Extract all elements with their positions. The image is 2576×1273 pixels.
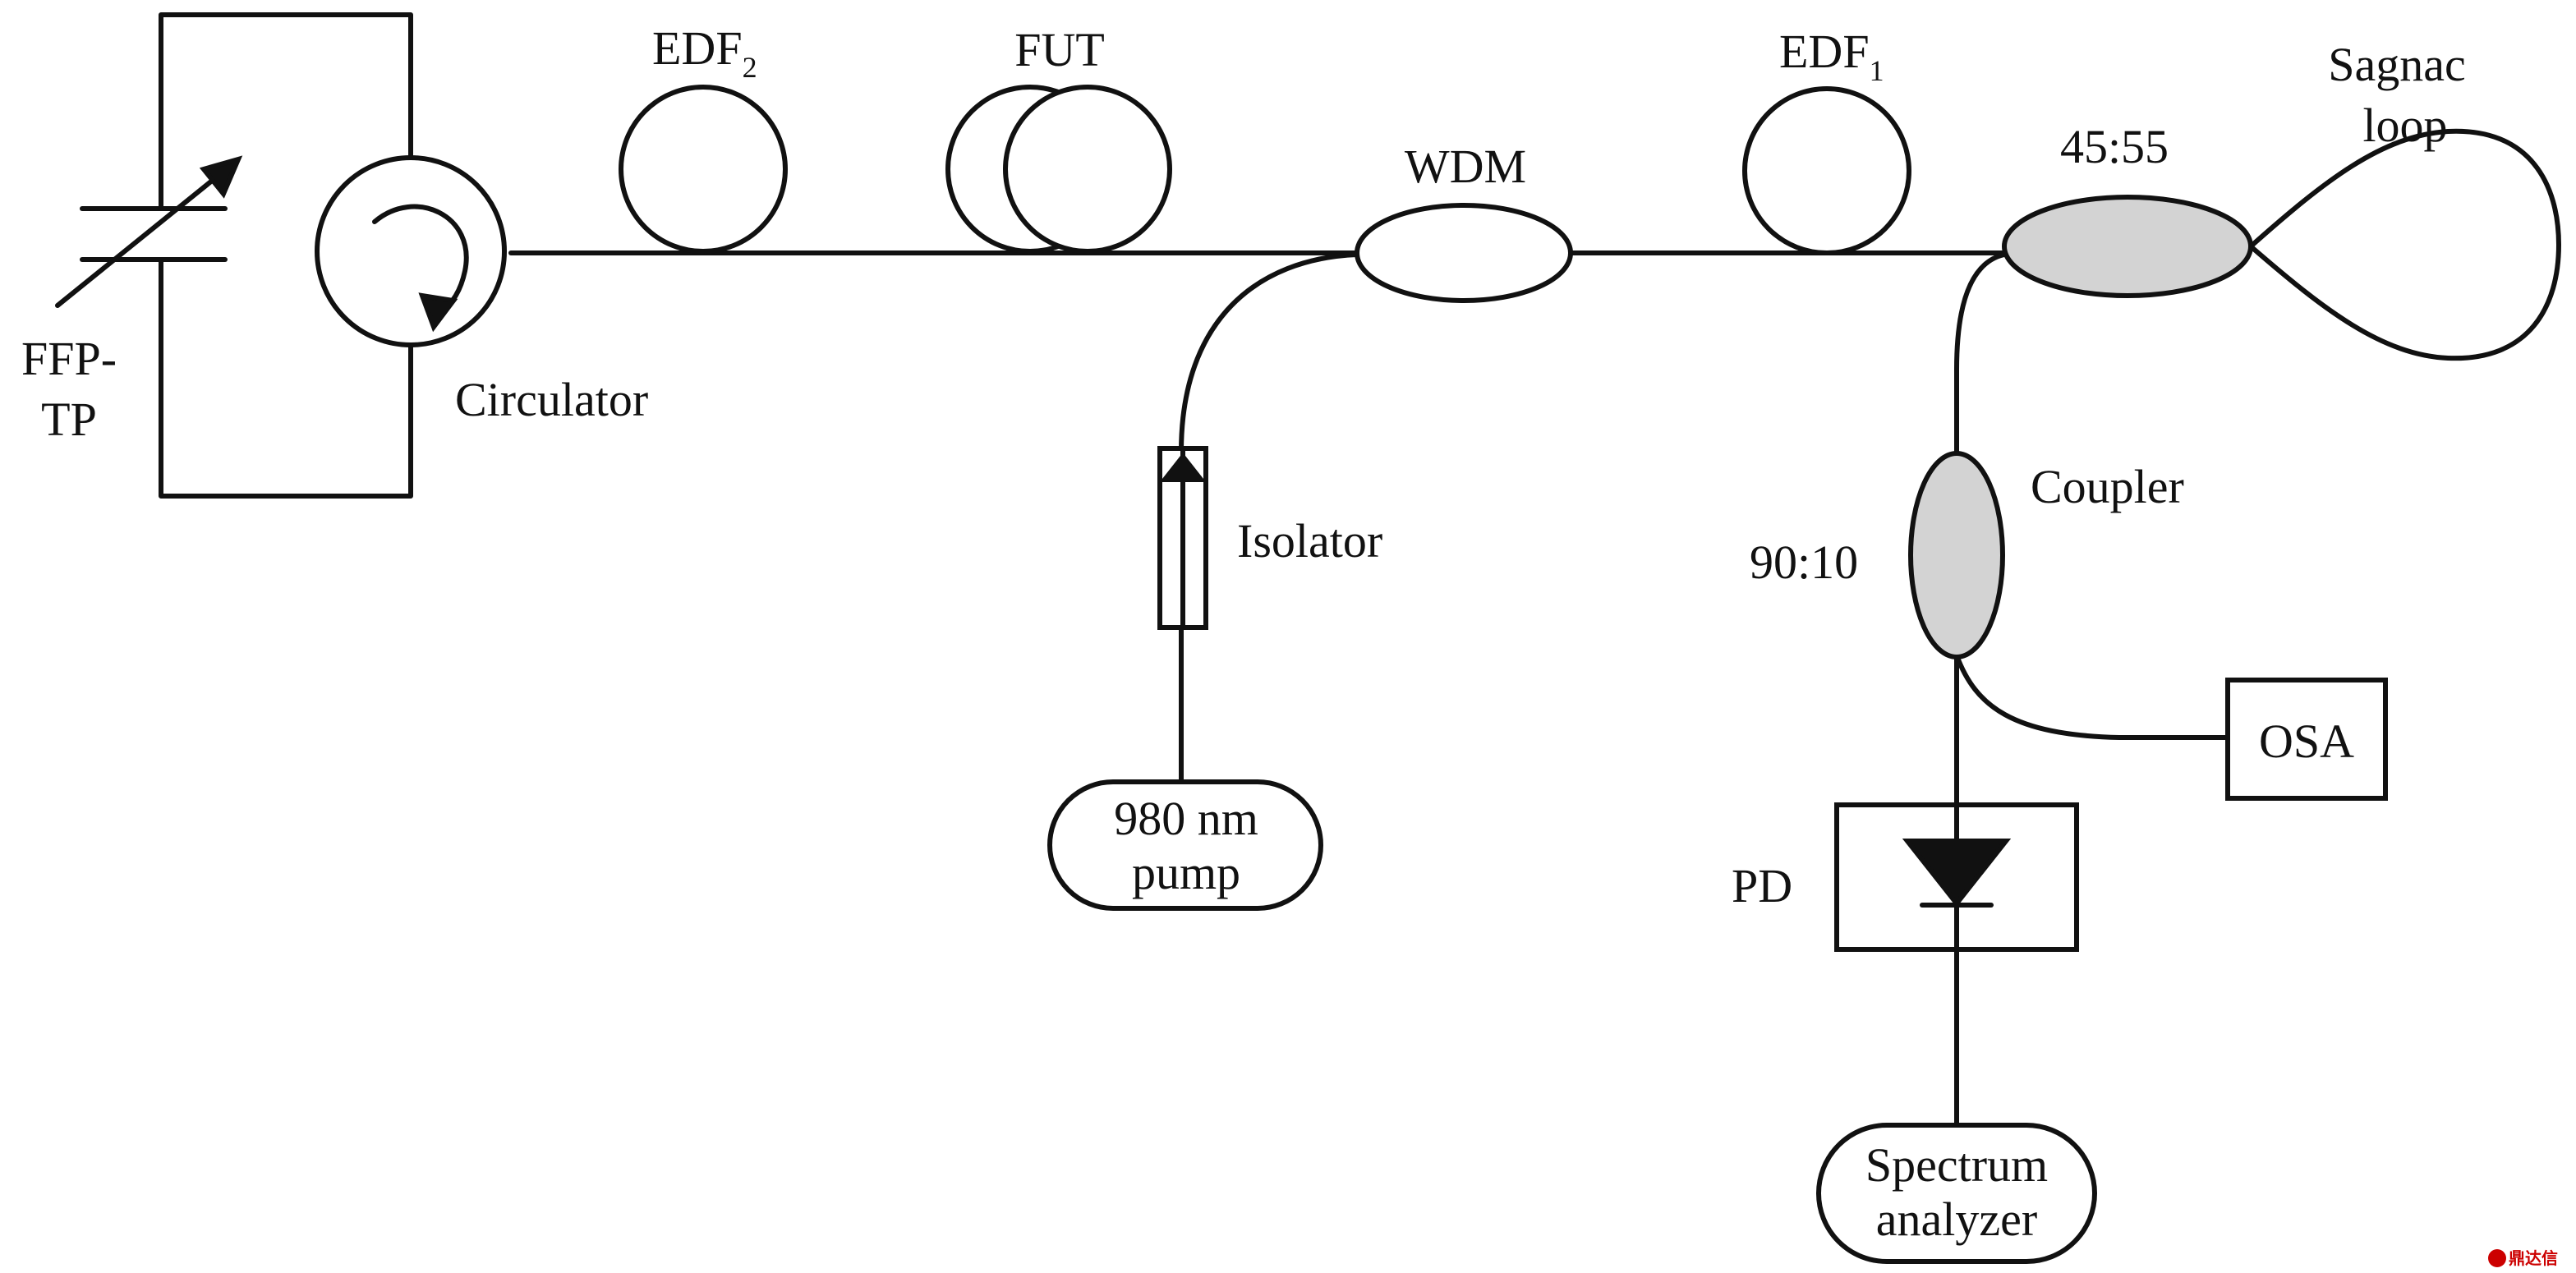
pump: 980 nm pump: [1047, 779, 1323, 911]
fut: FUT: [945, 23, 1172, 254]
coupler-45-55: 45:55: [2002, 120, 2253, 298]
edf1-label: EDF1: [1779, 25, 1884, 87]
isolator-arrow-icon: [1159, 453, 1207, 482]
coupler-90-10: Coupler 90:10: [1750, 451, 2184, 659]
coupler-90-10-body: [1908, 451, 2005, 659]
fiber-connections: [508, 250, 2230, 1136]
edf2-label: EDF2: [652, 21, 757, 84]
wdm: WDM: [1355, 140, 1573, 303]
sagnac-loop: Sagnac loop: [2248, 38, 2561, 361]
wdm-label: WDM: [1405, 140, 1526, 193]
edf1-coil: [1742, 86, 1911, 255]
fut-coil-front: [1003, 85, 1172, 254]
coupler-45-55-ratio: 45:55: [2060, 120, 2169, 173]
osa-box: [2225, 678, 2388, 801]
ffp-tunable-filter: FFP- TP: [21, 12, 413, 499]
edf2: EDF2: [619, 21, 788, 254]
sagnac-loop-label-line2: loop: [2362, 99, 2447, 152]
fiber-to-osa: [1954, 653, 2230, 740]
spectrum-analyzer-box: [1816, 1123, 2097, 1264]
spectrum-analyzer-label-line2: analyzer: [1876, 1193, 2037, 1246]
circulator-label: Circulator: [455, 373, 648, 426]
fiber-coupler-down: [1954, 252, 2007, 456]
spectrum-analyzer: Spectrum analyzer: [1816, 1123, 2097, 1264]
ffp-label-line1: FFP-: [21, 332, 117, 385]
fut-label: FUT: [1014, 23, 1105, 76]
watermark-text: 鼎达信: [2509, 1248, 2558, 1268]
pd-label: PD: [1732, 859, 1792, 912]
fiber-pump-branch: [1179, 252, 1359, 824]
isolator: Isolator: [1157, 446, 1382, 630]
photodetector: PD: [1732, 802, 2079, 952]
circulator-body: [315, 155, 507, 347]
spectrum-analyzer-label-line1: Spectrum: [1865, 1138, 2048, 1192]
circulator: Circulator: [315, 155, 648, 426]
wdm-coupler: [1355, 203, 1573, 303]
isolator-label: Isolator: [1237, 514, 1382, 568]
ffp-box: [159, 12, 413, 499]
tunable-arrow-icon: [55, 172, 223, 308]
edf1: EDF1: [1742, 25, 1911, 255]
ffp-label-line2: TP: [41, 393, 97, 446]
pump-label-line1: 980 nm: [1114, 792, 1258, 845]
sagnac-loop-fiber: [2248, 128, 2561, 361]
pump-box: [1047, 779, 1323, 911]
osa: OSA: [2225, 678, 2388, 801]
watermark: 鼎达信: [2488, 1248, 2558, 1268]
tunable-arrowhead-icon: [199, 155, 243, 199]
coupler-45-55-body: [2002, 195, 2253, 298]
sagnac-loop-label-line1: Sagnac: [2328, 38, 2466, 91]
photodiode-icon: [1902, 839, 2012, 908]
pump-label-line2: pump: [1132, 846, 1240, 899]
circulator-arrowhead-icon: [418, 292, 458, 333]
coupler-90-10-label: Coupler: [2031, 460, 2184, 513]
edf2-coil: [619, 85, 788, 254]
coupler-90-10-ratio: 90:10: [1750, 535, 1858, 589]
watermark-logo-icon: [2488, 1249, 2506, 1267]
osa-label: OSA: [2259, 715, 2354, 768]
